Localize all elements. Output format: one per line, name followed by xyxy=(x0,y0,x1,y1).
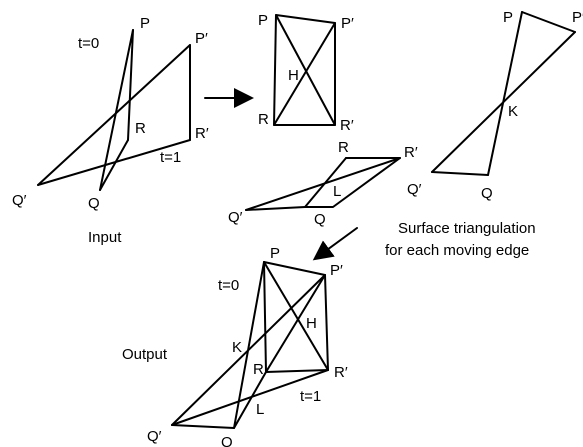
output-label-l: L xyxy=(256,401,264,418)
output-edge-r-rprime xyxy=(265,369,329,373)
output-label-r-prime: R′ xyxy=(334,364,348,381)
bowtie-edge-p-pprime xyxy=(521,11,576,33)
output-edge-qprime-q xyxy=(171,424,235,429)
output-edge-pprime-rprime xyxy=(324,274,329,371)
output-label-q-prime: Q′ xyxy=(147,428,162,445)
para-label-l: L xyxy=(333,183,341,200)
bowtie-label-k: K xyxy=(508,103,518,120)
quad-label-p-prime: P′ xyxy=(341,15,354,32)
para-label-r-prime: R′ xyxy=(404,144,418,161)
output-figure xyxy=(171,261,329,429)
quad-label-h: H xyxy=(288,67,299,84)
input-edge-pq xyxy=(99,29,134,191)
parallelogram-outline-right xyxy=(245,157,401,211)
quad-triangulation xyxy=(273,14,336,126)
bowtie-edge-qprime-q xyxy=(431,171,489,176)
bowtie-label-p-prime: P′ xyxy=(572,9,583,26)
down-left-arrow-icon xyxy=(312,227,358,261)
output-label-r: R xyxy=(253,361,264,378)
output-edge-r-q xyxy=(233,371,267,429)
input-figure xyxy=(37,29,191,191)
output-label-q: Q xyxy=(221,434,233,447)
quad-diagonal-p-rprime xyxy=(275,14,336,126)
bowtie-triangulation xyxy=(431,11,576,176)
input-caption: Input xyxy=(88,229,122,246)
input-label-t0: t=0 xyxy=(78,35,99,52)
output-label-t0: t=0 xyxy=(218,277,239,294)
input-label-t1: t=1 xyxy=(160,149,181,166)
input-label-p: P xyxy=(140,15,150,32)
input-label-r: R xyxy=(135,120,146,137)
bowtie-edge-p-q xyxy=(487,11,523,176)
output-diagonal-pprime-r xyxy=(265,274,326,373)
output-label-p-prime: P′ xyxy=(330,262,343,279)
output-label-t1: t=1 xyxy=(300,388,321,405)
output-edge-rprime-qprime xyxy=(171,369,329,426)
output-caption: Output xyxy=(122,346,168,363)
output-label-k: K xyxy=(232,339,242,356)
quad-label-r-prime: R′ xyxy=(340,117,354,134)
output-edge-p-r xyxy=(263,261,267,373)
bowtie-label-q-prime: Q′ xyxy=(407,181,422,198)
bowtie-edge-pprime-qprime xyxy=(431,31,576,173)
input-label-r-prime: R′ xyxy=(195,125,209,142)
input-label-q-prime: Q′ xyxy=(12,192,27,209)
triangulation-caption-line2: for each moving edge xyxy=(385,242,529,259)
input-edge-rq xyxy=(99,139,129,191)
para-label-q-prime: Q′ xyxy=(228,209,243,226)
bowtie-label-p: P xyxy=(503,9,513,26)
parallelogram-diagonal-rprime-qprime xyxy=(245,157,401,211)
input-edge-pprime-qprime xyxy=(37,44,191,186)
input-label-p-prime: P′ xyxy=(195,30,208,47)
input-label-q: Q xyxy=(88,195,100,212)
input-edge-rprime-qprime xyxy=(37,139,191,186)
output-edge-pprime-qprime xyxy=(171,274,326,426)
parallelogram-triangulation xyxy=(245,157,401,211)
input-edge-pr xyxy=(127,29,134,141)
output-label-h: H xyxy=(306,315,317,332)
para-label-r: R xyxy=(338,139,349,156)
quad-diagonal-pprime-r xyxy=(273,22,336,126)
triangulation-caption-line1: Surface triangulation xyxy=(398,220,536,237)
quad-label-p: P xyxy=(258,12,268,29)
output-diagonal-p-rprime xyxy=(263,261,329,371)
output-label-p: P xyxy=(270,245,280,262)
output-edge-p-pprime xyxy=(263,261,326,276)
quad-label-r: R xyxy=(258,111,269,128)
para-label-q: Q xyxy=(314,211,326,228)
bowtie-label-q: Q xyxy=(481,185,493,202)
